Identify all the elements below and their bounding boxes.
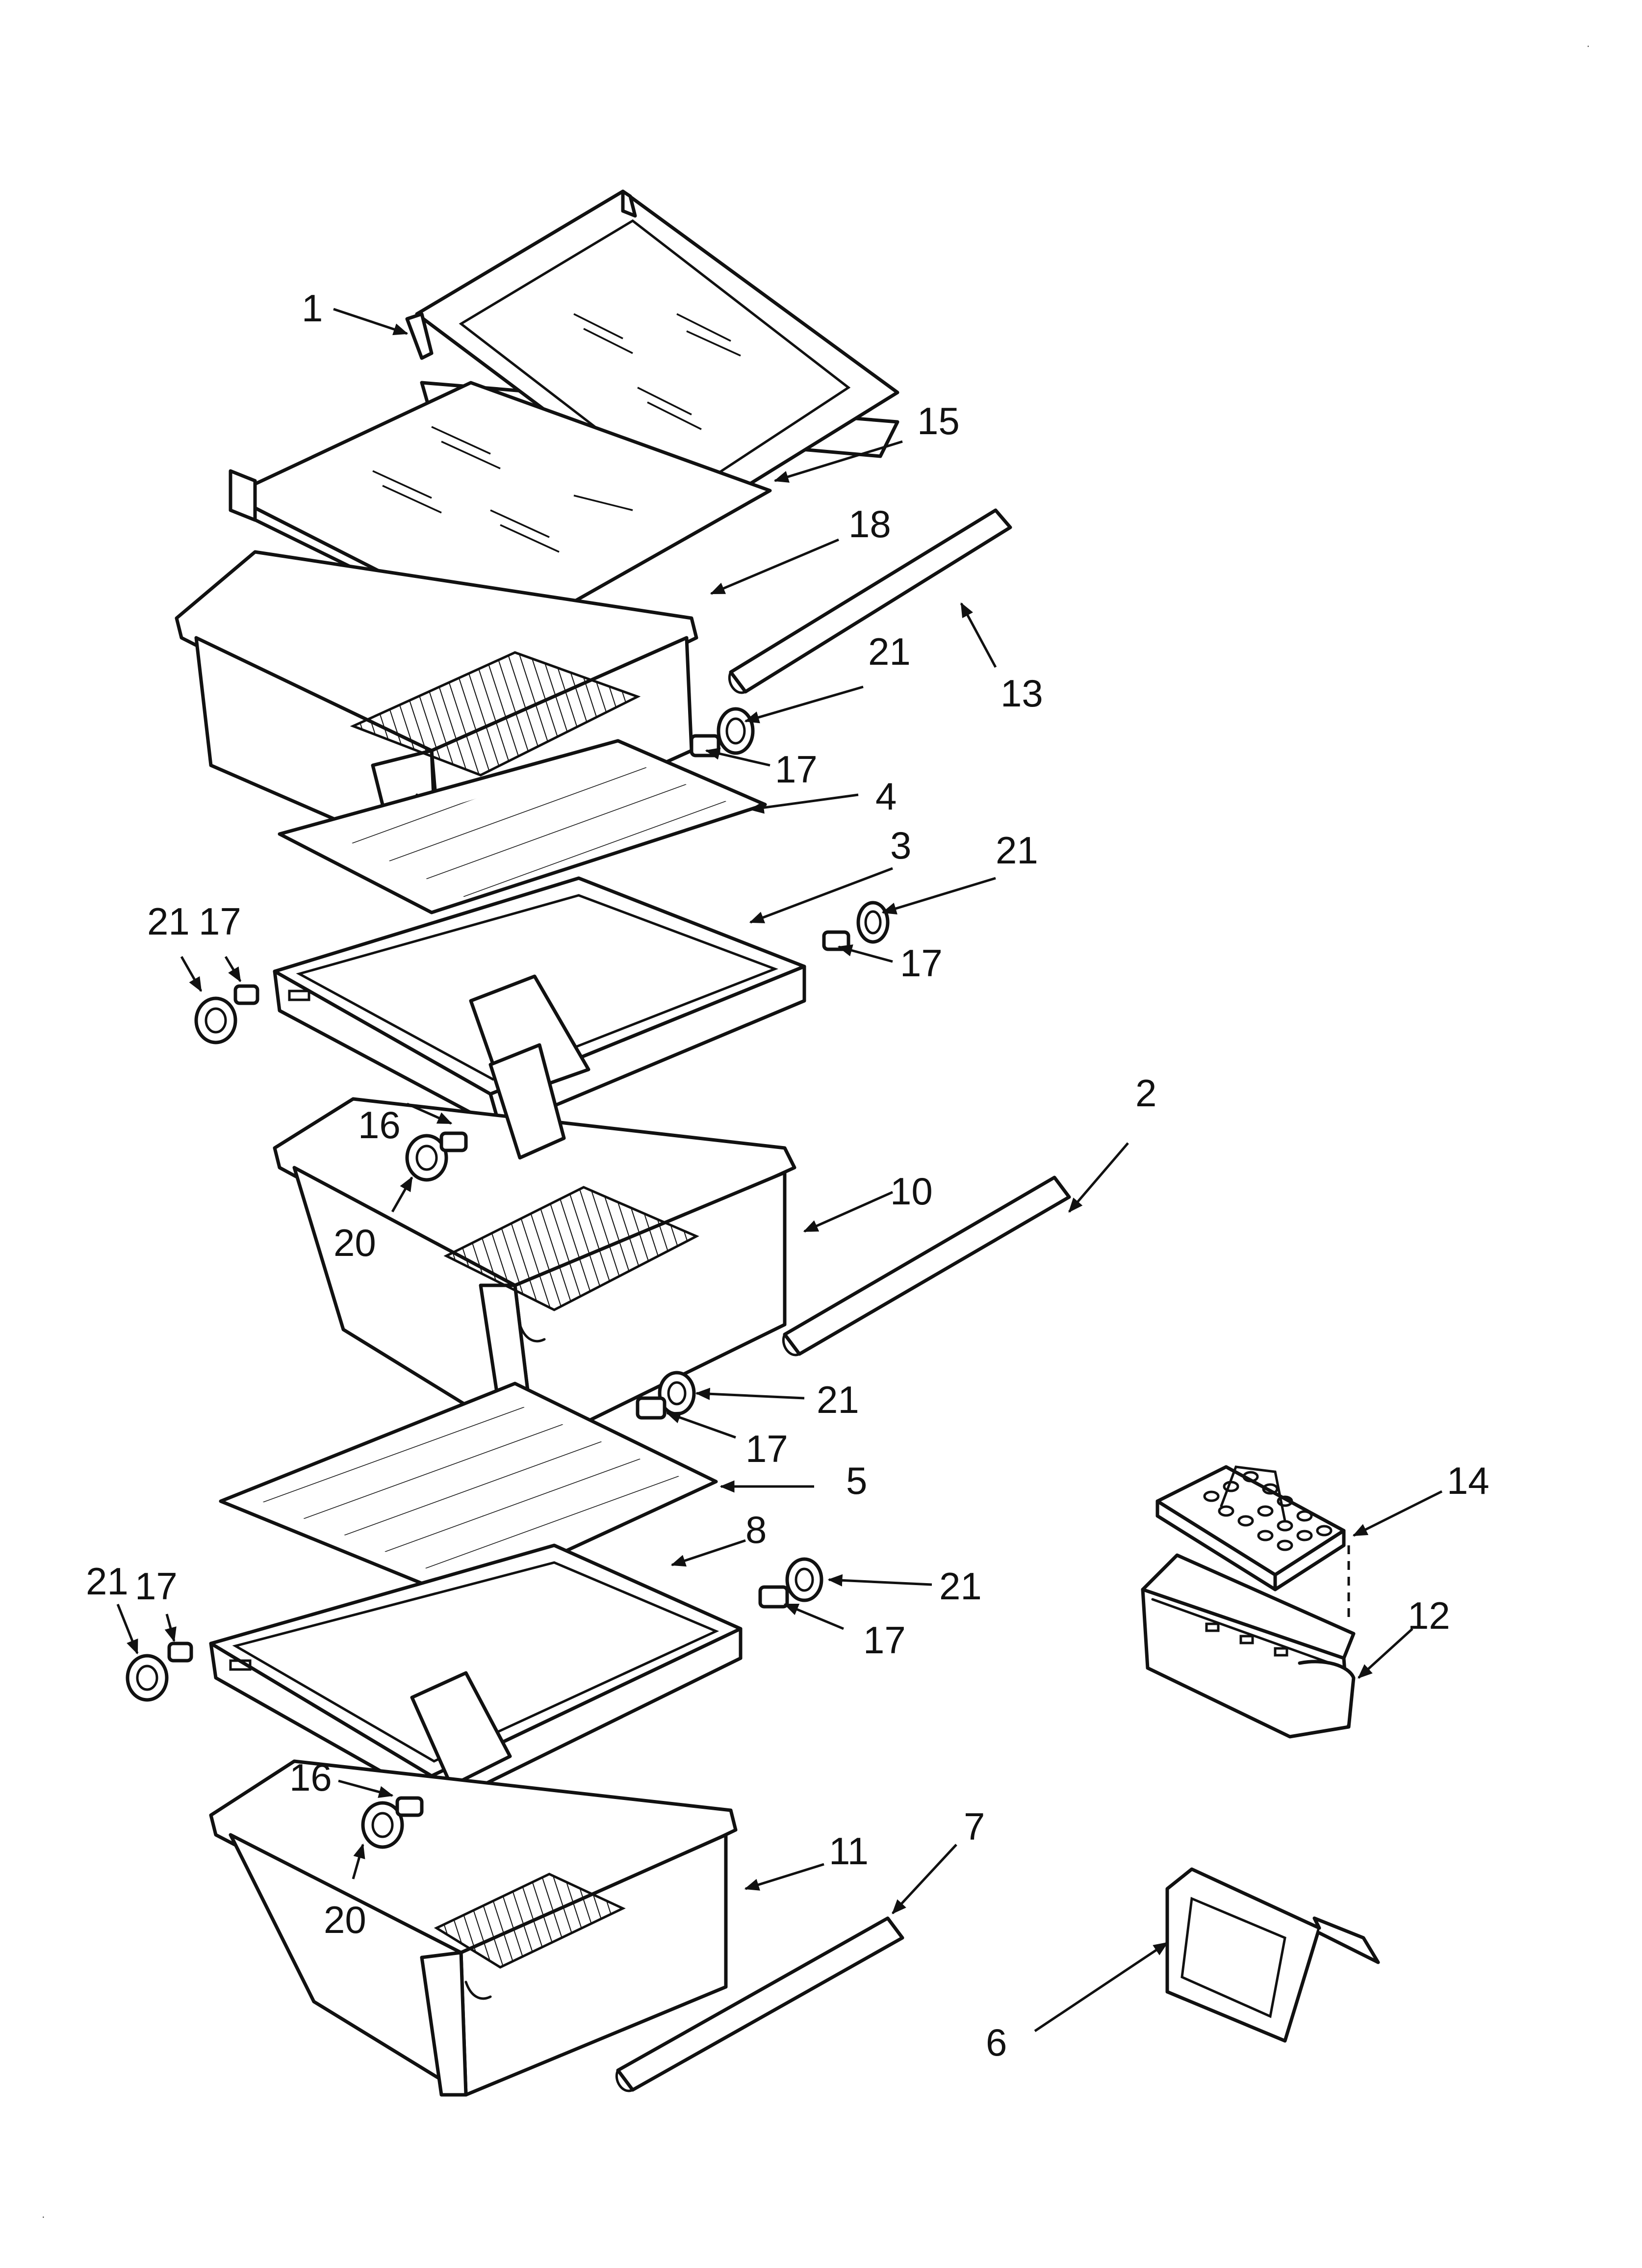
shelf-part-1 (405, 189, 899, 522)
wheel-part-21-f (126, 1654, 169, 1702)
drawer-part-10 (273, 1043, 796, 1449)
rail-part-7 (615, 1916, 904, 2092)
callout-7: 7 (964, 1805, 985, 1848)
callout-6: 6 (986, 2021, 1007, 2064)
wheel-part-20-b (361, 1801, 404, 1849)
callout-20-b: 20 (324, 1898, 366, 1941)
bolt-part-17-d (636, 1396, 667, 1420)
callout-21-b: 21 (147, 900, 190, 943)
callout-16-b: 16 (289, 1756, 332, 1799)
callout-21-c: 21 (996, 829, 1038, 872)
bolt-part-16-a (439, 1131, 468, 1152)
bolt-part-17-f (167, 1642, 193, 1663)
wheel-part-21-c (856, 901, 890, 944)
corner-mark-top-right: · (1587, 41, 1590, 52)
bolt-part-17-b (233, 984, 259, 1005)
callout-3: 3 (890, 824, 911, 867)
callout-21-d: 21 (817, 1378, 859, 1421)
egg-tray-part-14 (1155, 1465, 1346, 1591)
callout-13: 13 (1001, 672, 1043, 715)
callout-17-d: 17 (745, 1427, 788, 1470)
rail-part-13 (728, 508, 1012, 694)
drawer-part-11 (209, 1759, 738, 2097)
callout-12: 12 (1408, 1594, 1450, 1637)
callout-4: 4 (875, 775, 897, 818)
callout-8: 8 (745, 1508, 767, 1551)
bolt-part-17-e (758, 1585, 789, 1609)
callout-5: 5 (846, 1459, 867, 1502)
wheel-part-20-a (405, 1134, 448, 1182)
callout-17-c: 17 (900, 941, 943, 985)
frame-part-8 (209, 1543, 743, 1807)
wheel-part-21-a (717, 707, 755, 755)
wheel-part-21-d (658, 1371, 696, 1416)
bolt-part-16-b (395, 1796, 424, 1817)
callout-21-f: 21 (86, 1560, 128, 1603)
wheel-part-21-e (785, 1557, 823, 1602)
callout-17-e: 17 (863, 1618, 906, 1662)
callout-21-a: 21 (868, 630, 911, 673)
bolt-part-17-c (822, 930, 850, 951)
callout-labels: 1 15 18 13 21 17 4 3 21 17 21 17 16 20 2… (42, 41, 1590, 2222)
callout-20-a: 20 (334, 1221, 376, 1264)
callout-2: 2 (1135, 1071, 1156, 1115)
callout-11: 11 (829, 1829, 869, 1873)
bracket-part-6 (1165, 1867, 1380, 2043)
corner-mark-bottom-left: · (42, 2212, 45, 2222)
callout-16-a: 16 (358, 1103, 401, 1147)
callout-10: 10 (890, 1170, 933, 1213)
leader-lines (116, 308, 1443, 2033)
rail-part-2 (782, 1175, 1071, 1356)
glass-part-5 (219, 1382, 718, 1601)
callout-15: 15 (917, 399, 960, 443)
egg-bin-part-12 (1141, 1553, 1356, 1739)
callout-1: 1 (302, 287, 323, 330)
callout-17-b: 17 (199, 900, 241, 943)
glass-part-4 (278, 739, 767, 914)
wheel-part-21-b (194, 996, 237, 1044)
callout-17-f: 17 (135, 1564, 178, 1608)
callout-14: 14 (1447, 1459, 1489, 1502)
callout-17-a: 17 (775, 748, 818, 791)
drawer-part-18 (175, 550, 698, 885)
callout-18: 18 (848, 502, 891, 546)
callout-21-e: 21 (939, 1564, 982, 1608)
